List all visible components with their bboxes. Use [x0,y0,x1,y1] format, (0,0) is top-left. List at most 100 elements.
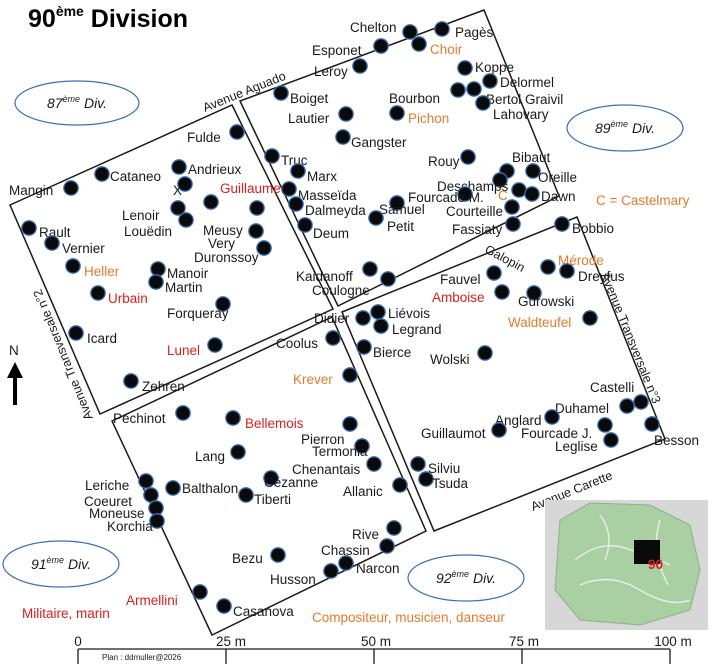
grave-gurowski[interactable]: Gurowski [518,285,574,309]
grave-armellini[interactable]: Armellini [126,584,208,608]
grave-marker[interactable] [379,538,395,554]
grave-marker[interactable] [559,263,575,279]
grave-marker[interactable] [148,500,164,516]
grave-fassiaty[interactable]: Fassiaty [452,216,521,237]
grave-amboise[interactable]: Amboise [432,284,510,305]
grave-marker[interactable] [486,265,502,281]
grave-chenantais[interactable]: Chenantais [292,456,382,477]
grave-marx[interactable]: Marx [290,163,337,184]
grave-marker[interactable] [281,181,297,197]
grave-marker[interactable] [460,149,476,165]
grave-masseida[interactable]: Masseïda [281,181,357,203]
grave-marker[interactable] [511,182,527,198]
grave-marker[interactable] [633,394,649,410]
grave-pierron[interactable]: Pierron [301,416,358,447]
grave-bierce[interactable]: Bierce [356,339,411,360]
grave-forqueray[interactable]: Forqueray [167,296,231,321]
grave-marker[interactable] [457,60,473,76]
grave-duronssoy[interactable]: Duronssoy [194,240,272,265]
grave-marker[interactable] [410,456,426,472]
grave-marker[interactable] [177,176,193,192]
grave-marker[interactable] [457,186,473,202]
grave-bourbon[interactable]: Bourbon [389,82,466,106]
grave-termonia[interactable]: Termonia [312,438,370,459]
grave-icard[interactable]: Icard [68,325,117,346]
grave-marker[interactable] [491,422,507,438]
grave-marker[interactable] [44,235,60,251]
grave-deschamps[interactable]: Deschamps [437,172,509,194]
grave-tiberti[interactable]: Tiberti [238,487,291,507]
grave-dreyfus[interactable]: Dreyfus [559,263,625,284]
grave-marker[interactable] [238,487,254,503]
grave-besson[interactable]: Besson [644,416,699,448]
grave-wolski[interactable]: Wolski [430,345,493,367]
grave-krever[interactable]: Krever [293,367,358,387]
grave-louedin[interactable]: Louëdin [124,212,194,239]
grave-marker[interactable] [386,520,402,536]
grave-marker[interactable] [290,163,306,179]
grave-lahovary[interactable]: Lahovary [475,95,549,122]
grave-courteille[interactable]: Courteille [446,199,520,219]
grave-choir[interactable]: Choir [411,36,463,57]
grave-bertol-graivil[interactable]: Bertol Graivil [466,81,563,107]
grave-legrand[interactable]: Legrand [373,318,442,337]
grave-silviu[interactable]: Silviu [410,456,460,476]
grave-marker[interactable] [229,124,245,140]
grave-chassin[interactable]: Chassin [321,538,395,558]
grave-chelton[interactable]: Chelton [350,20,418,40]
grave-marker[interactable] [248,223,264,239]
grave-marker[interactable] [373,318,389,334]
grave-marker[interactable] [366,456,382,472]
grave-marker[interactable] [192,584,208,600]
grave-marker[interactable] [362,261,378,277]
grave-deum[interactable]: Deum [297,217,349,241]
grave-casanova[interactable]: Casanova [216,598,294,619]
grave-marker[interactable] [392,477,408,493]
grave-marker[interactable] [165,480,181,496]
grave-marker[interactable] [338,106,354,122]
grave-fourcade-j[interactable]: Fourcade J. [521,417,613,441]
grave-marker[interactable] [494,284,510,300]
grave-marker[interactable] [402,24,418,40]
grave-bezu[interactable]: Bezu [232,547,286,566]
grave-marker[interactable] [171,159,187,175]
grave-fulde[interactable]: Fulde [187,124,245,145]
grave-marker[interactable] [264,148,280,164]
grave-marker[interactable] [215,296,231,312]
grave-marker[interactable] [338,555,354,571]
grave-marker[interactable] [356,339,372,355]
grave-marker[interactable] [170,200,186,216]
grave-meusy[interactable]: Meusy [203,200,265,238]
grave-lang[interactable]: Lang [195,444,246,464]
grave-marker[interactable] [418,471,434,487]
grave-heller[interactable]: Heller [65,258,120,279]
grave-x[interactable]: X [173,176,193,198]
grave-marker[interactable] [323,563,339,579]
grave-marker[interactable] [434,21,450,37]
grave-marker[interactable] [273,85,289,101]
grave-petit[interactable]: Petit [368,210,414,234]
grave-pichon[interactable]: Pichon [389,105,449,126]
grave-pechinot[interactable]: Pechinot [113,405,191,426]
grave-marker[interactable] [297,217,313,233]
grave-marker[interactable] [597,417,613,433]
grave-marker[interactable] [342,416,358,432]
grave-marker[interactable] [504,199,520,215]
grave-dalmeyda[interactable]: Dalmeyda [288,196,366,218]
grave-marker[interactable] [63,180,79,196]
grave-marker[interactable] [90,285,106,301]
grave-marker[interactable] [368,210,384,226]
grave-marker[interactable] [475,95,491,111]
grave-manoir[interactable]: Manoir [150,261,209,281]
grave-lievois[interactable]: Liévois [370,304,430,321]
grave-samuel[interactable]: Samuel [379,195,425,217]
grave-marker[interactable] [411,36,427,52]
grave-oreille[interactable]: Oreille [525,163,577,185]
grave-marker[interactable] [450,82,466,98]
grave-marker[interactable] [389,195,405,211]
grave-boiget[interactable]: Boiget [273,85,329,106]
grave-marker[interactable] [540,259,556,275]
grave-marker[interactable] [352,58,368,74]
grave-marker[interactable] [249,200,265,216]
grave-dawn[interactable]: Dawn [524,186,576,204]
